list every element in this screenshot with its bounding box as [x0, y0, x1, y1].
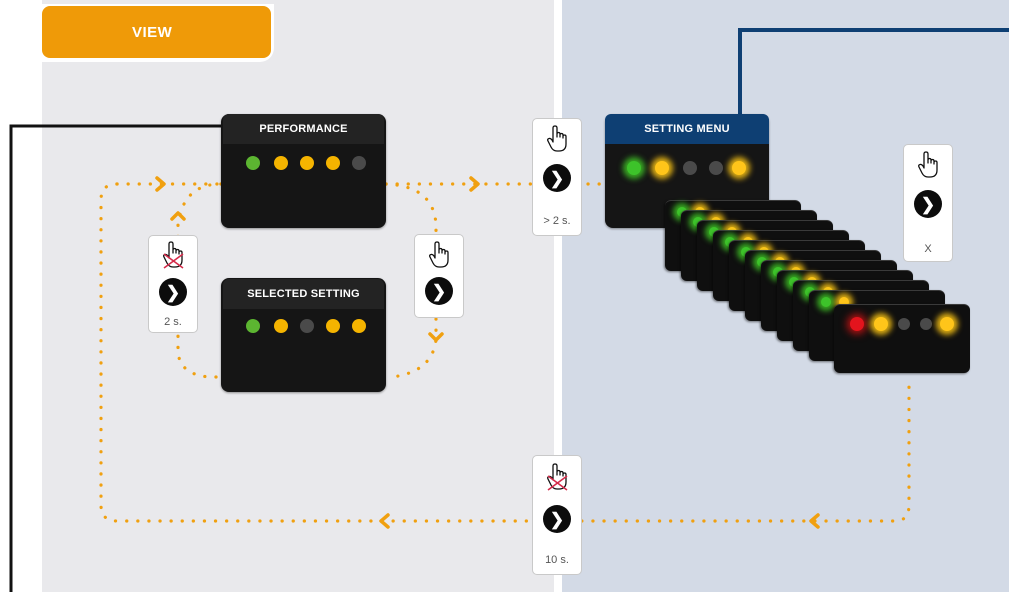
front-led-2 [874, 317, 888, 331]
chevron-right-button-icon[interactable]: ❯ [914, 190, 942, 218]
arrow-right-1 [155, 176, 166, 192]
selected-led-1 [246, 319, 260, 333]
performance-connector-line [9, 124, 223, 592]
selected-led-2 [274, 319, 288, 333]
hand-crossed-icon [547, 463, 568, 491]
selected-led-4 [326, 319, 340, 333]
hand-press-icon [547, 125, 567, 152]
next-setting-hint: ❯ X [903, 144, 953, 262]
hand-press-icon [918, 151, 938, 178]
release-duration: 2 s. [164, 316, 182, 328]
outer-loop-path [99, 182, 911, 523]
arrow-down [428, 332, 444, 342]
front-led-5 [940, 317, 954, 331]
performance-led-1 [246, 156, 260, 170]
arrow-left-1 [379, 513, 390, 529]
release-hint: ❯ 2 s. [148, 235, 198, 333]
setting-led-3 [683, 161, 697, 175]
chevron-right-button-icon[interactable]: ❯ [543, 164, 571, 192]
view-tab[interactable]: VIEW [42, 6, 271, 58]
setting-led-1 [627, 161, 641, 175]
front-led-4 [920, 318, 932, 330]
hand-crossed-icon [163, 241, 184, 269]
hand-press-icon [429, 241, 449, 268]
arrow-right-2 [469, 176, 480, 192]
selected-led-5 [352, 319, 366, 333]
setting-led-2 [655, 161, 669, 175]
front-led-1 [850, 317, 864, 331]
next-setting-count: X [924, 243, 932, 255]
selected-setting-title: SELECTED SETTING [223, 279, 384, 309]
setting-led-4 [709, 161, 723, 175]
short-press-hint: ❯ [414, 234, 464, 318]
chevron-right-button-icon[interactable]: ❯ [543, 505, 571, 533]
setting-led-5 [732, 161, 746, 175]
inner-left-path [176, 182, 223, 379]
dotted-paths [99, 182, 911, 523]
setting-connector-line [738, 28, 1009, 114]
performance-led-3 [300, 156, 314, 170]
front-led-3 [898, 318, 910, 330]
performance-led-4 [326, 156, 340, 170]
setting-card-front [834, 304, 970, 373]
idle-timeout-duration: 10 s. [545, 554, 569, 566]
long-press-hint: ❯ > 2 s. [532, 118, 582, 236]
panel-divider [554, 0, 562, 592]
performance-led-2 [274, 156, 288, 170]
idle-timeout-hint: ❯ 10 s. [532, 455, 582, 575]
performance-title: PERFORMANCE [223, 114, 384, 144]
performance-led-5 [352, 156, 366, 170]
chevron-right-button-icon[interactable]: ❯ [159, 278, 187, 306]
arrow-left-2 [809, 513, 820, 529]
chevron-right-button-icon[interactable]: ❯ [425, 277, 453, 305]
setting-menu-title: SETTING MENU [605, 114, 769, 144]
selected-led-3 [300, 319, 314, 333]
long-press-duration: > 2 s. [543, 215, 571, 227]
arrow-up [170, 211, 186, 221]
